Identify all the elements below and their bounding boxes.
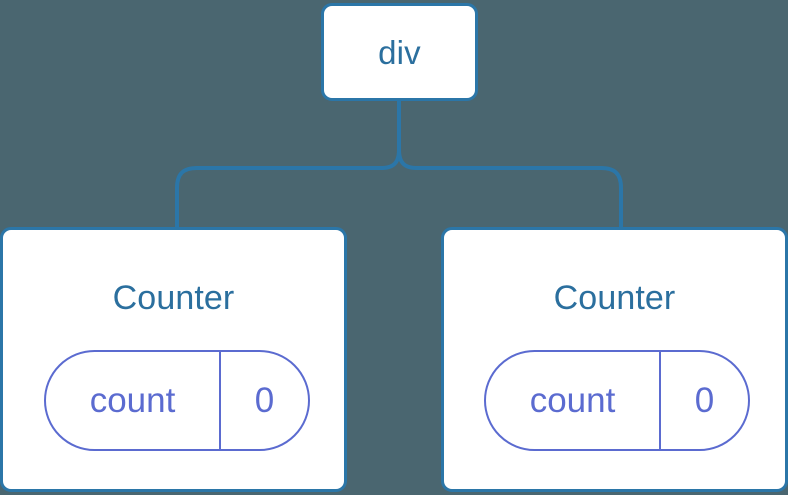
node-counter-0[interactable]: Counter count 0 [0, 227, 347, 492]
state-value-counter-1: 0 [694, 381, 715, 420]
state-pill-counter-0[interactable]: count 0 [44, 350, 310, 451]
node-div[interactable]: div [321, 3, 478, 101]
node-div-label: div [378, 33, 421, 71]
state-pill-counter-1[interactable]: count 0 [484, 350, 750, 451]
node-counter-1[interactable]: Counter count 0 [441, 227, 788, 492]
state-value-counter-0: 0 [254, 381, 275, 420]
state-key-counter-0: count [46, 352, 221, 449]
edge-to-counter-0 [175, 149, 401, 229]
edge-to-counter-1 [397, 149, 623, 229]
node-counter-0-title: Counter [112, 279, 235, 317]
node-counter-1-title: Counter [553, 279, 676, 317]
state-key-counter-1: count [486, 352, 661, 449]
